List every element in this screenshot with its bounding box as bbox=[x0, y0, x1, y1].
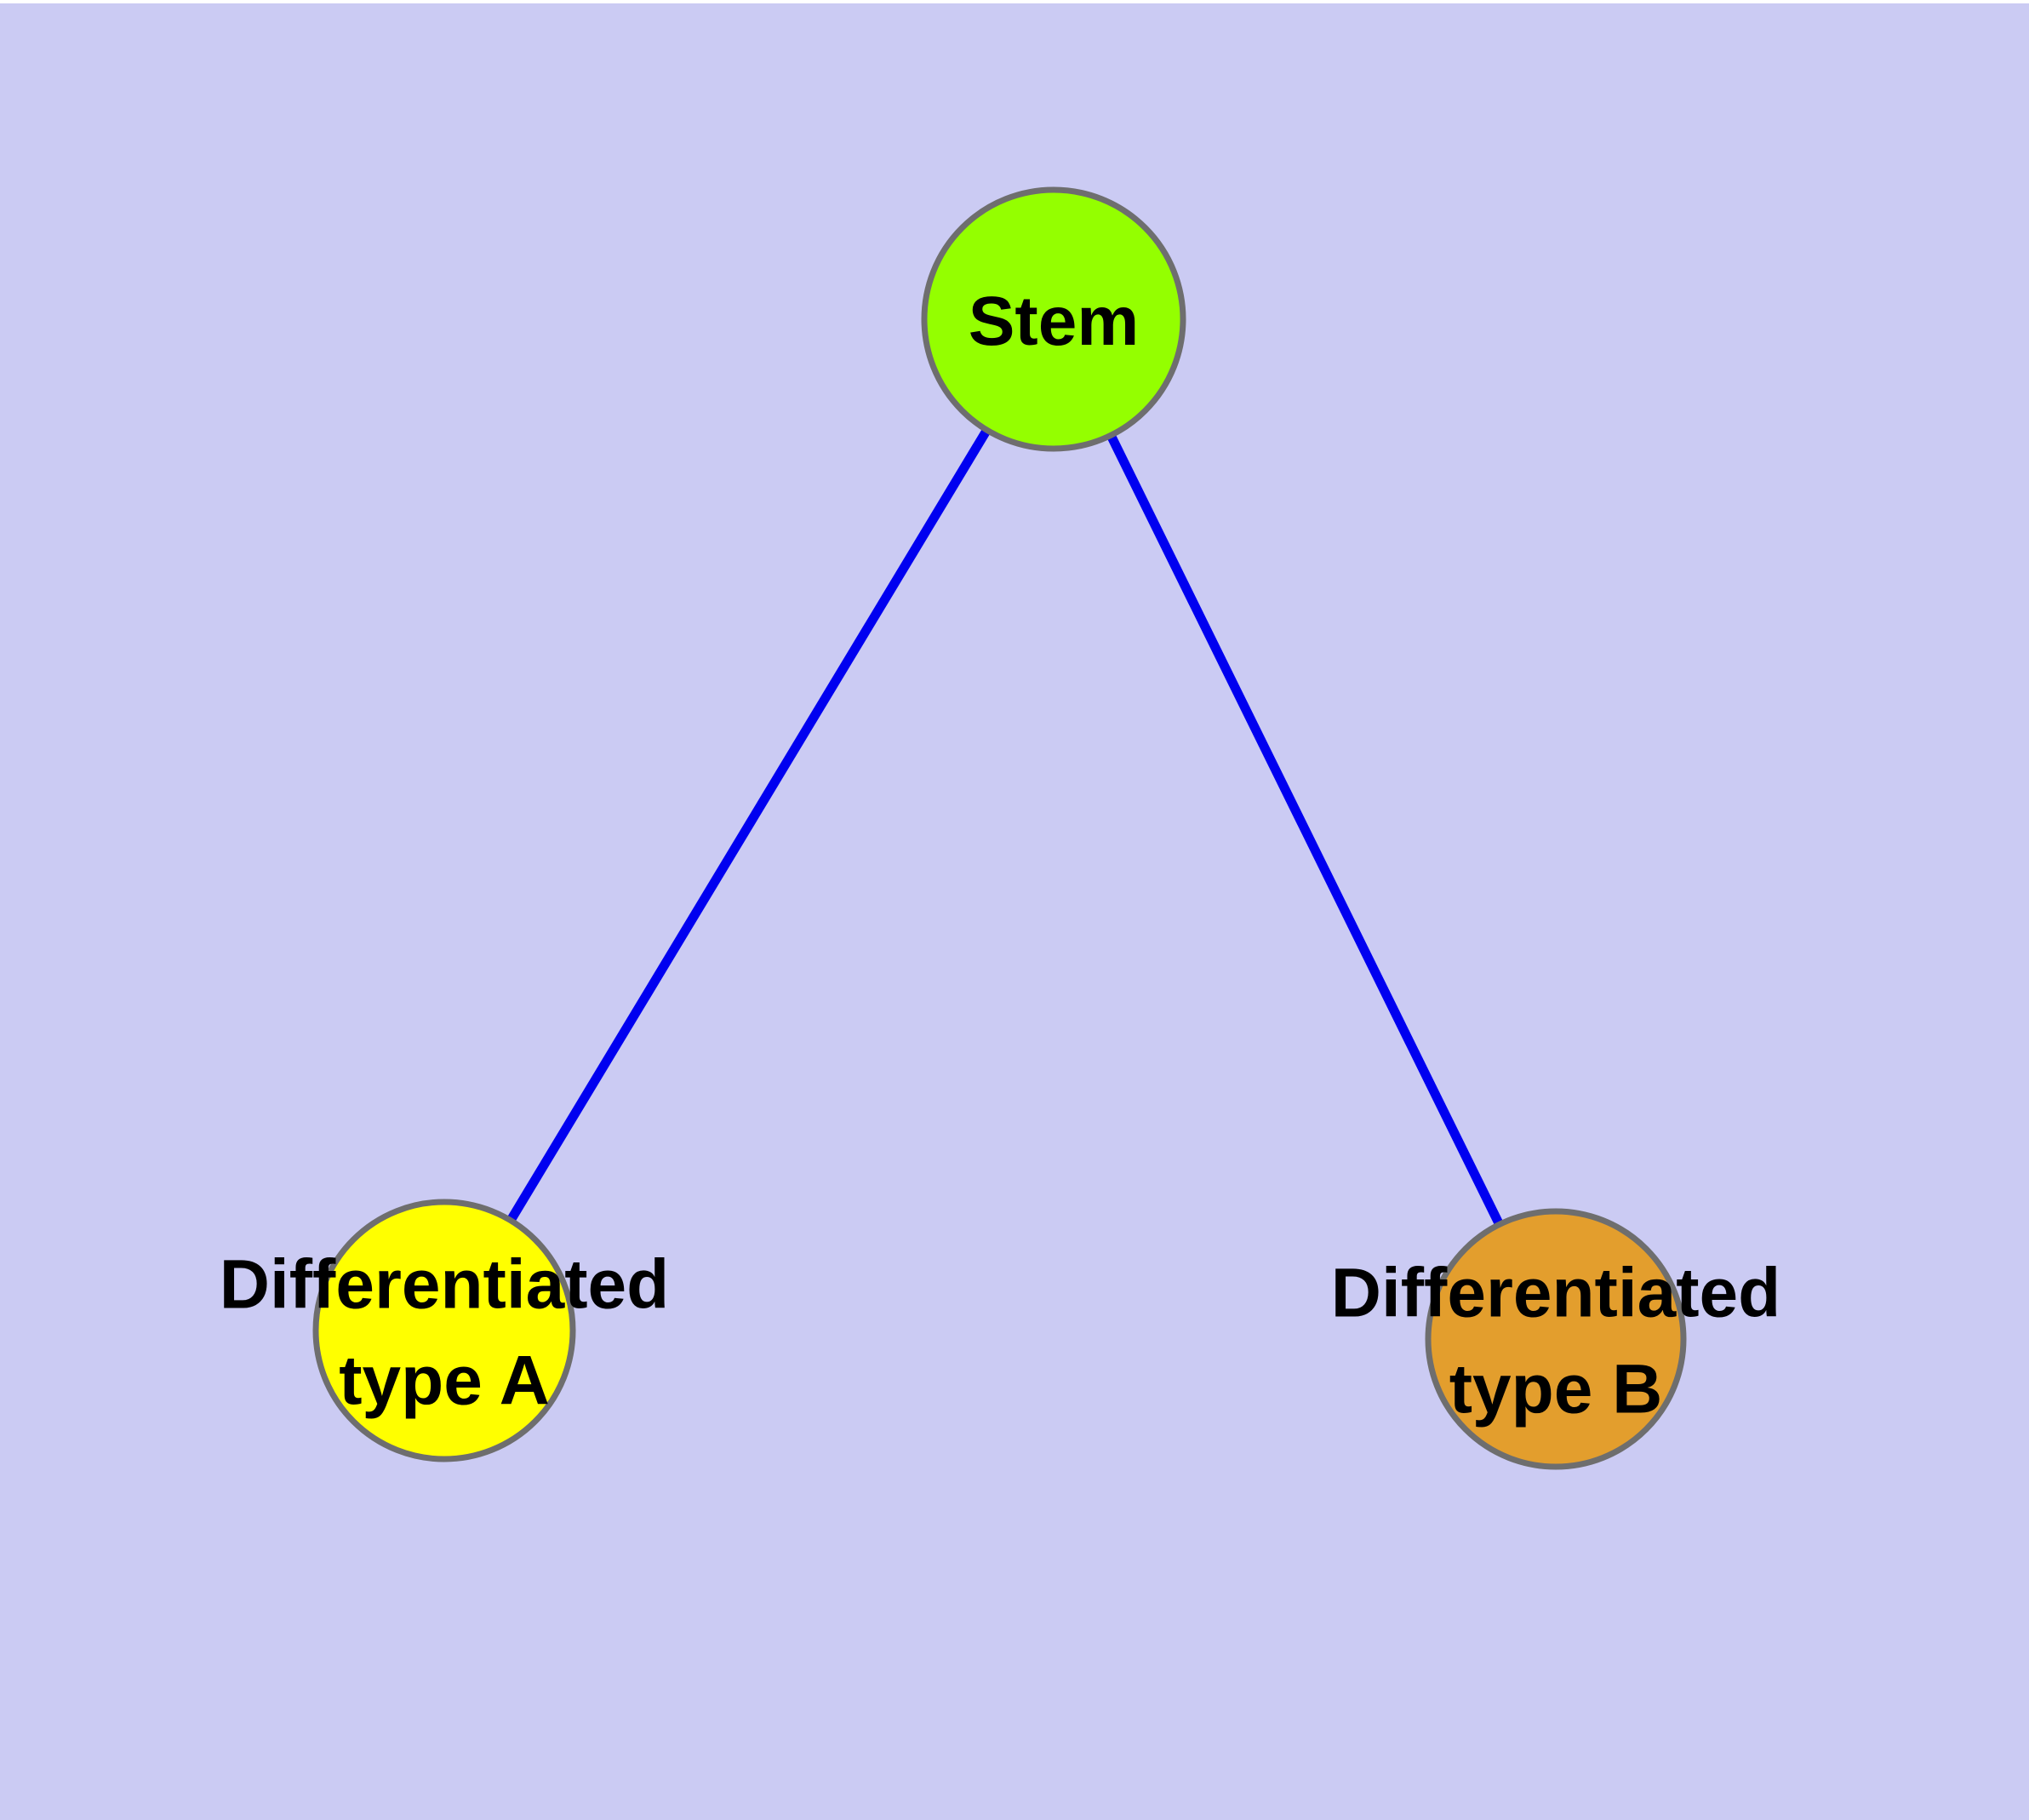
node-circle-stem[interactable] bbox=[921, 186, 1186, 452]
node-stem[interactable]: Stem bbox=[921, 186, 1186, 452]
edge-stem-to-differentiated-type-a bbox=[506, 427, 992, 1223]
node-circle-differentiated-type-a[interactable] bbox=[312, 1199, 576, 1462]
edge-stem-to-differentiated-type-b bbox=[1106, 432, 1504, 1227]
node-circle-differentiated-type-b[interactable] bbox=[1425, 1208, 1687, 1470]
